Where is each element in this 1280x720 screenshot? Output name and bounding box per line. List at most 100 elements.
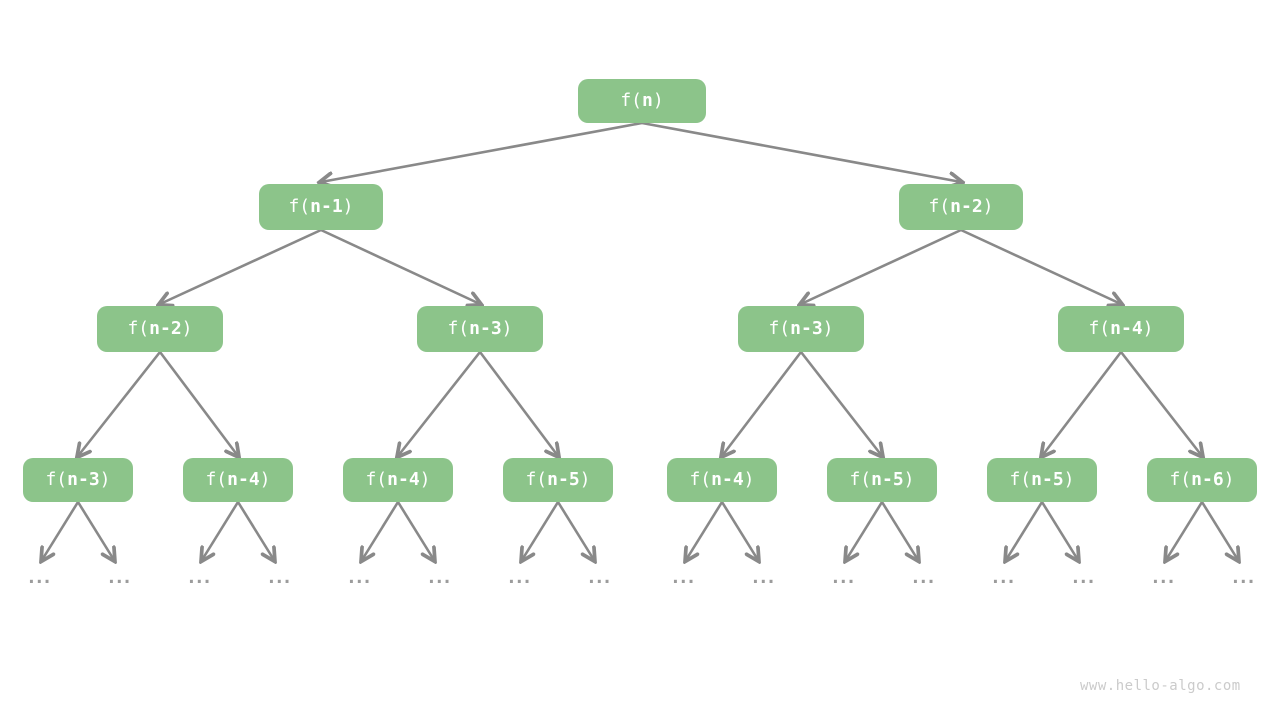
ellipsis: ... (186, 567, 213, 588)
tree-node-l2-0: f(n-1) (259, 184, 383, 230)
tree-node-l4-7: f(n-6) (1147, 458, 1257, 502)
tree-edge (799, 351, 882, 456)
node-label-suffix: ) (652, 90, 664, 111)
tree-node-l4-2: f(n-4) (343, 458, 453, 502)
node-label-suffix: ) (501, 318, 513, 339)
tree-edge (801, 228, 962, 304)
node-label-prefix: f( (525, 469, 548, 490)
tree-edge (236, 501, 274, 560)
ellipsis: ... (346, 567, 373, 588)
node-label-arg: n-2 (149, 318, 182, 339)
tree-node-l4-3: f(n-5) (503, 458, 613, 502)
tree-edge (362, 501, 400, 560)
node-label-prefix: f( (849, 469, 872, 490)
tree-edge (1166, 501, 1204, 560)
ellipsis: ... (1070, 567, 1097, 588)
tree-edge (1042, 351, 1123, 456)
ellipsis: ... (750, 567, 777, 588)
node-label-arg: n-6 (1191, 469, 1224, 490)
tree-edge (478, 351, 558, 456)
tree-edge (720, 501, 758, 560)
node-label-arg: n-5 (1031, 469, 1064, 490)
node-label-prefix: f( (620, 90, 642, 111)
tree-edge (160, 228, 322, 304)
node-label-suffix: ) (1223, 469, 1235, 490)
tree-node-l2-1: f(n-2) (899, 184, 1023, 230)
tree-edge (1200, 501, 1238, 560)
tree-node-l3-3: f(n-4) (1058, 306, 1184, 352)
node-label-prefix: f( (45, 469, 68, 490)
ellipsis: ... (266, 567, 293, 588)
node-label-suffix: ) (982, 196, 994, 217)
node-label-suffix: ) (259, 469, 271, 490)
tree-edge (556, 501, 594, 560)
ellipsis: ... (1150, 567, 1177, 588)
node-label-arg: n-3 (469, 318, 502, 339)
tree-edge (76, 501, 114, 560)
node-label-prefix: f( (1088, 318, 1111, 339)
tree-edge (320, 228, 480, 304)
ellipsis: ... (990, 567, 1017, 588)
tree-edge (78, 351, 162, 456)
tree-node-l4-6: f(n-5) (987, 458, 1097, 502)
ellipsis: ... (426, 567, 453, 588)
node-label-suffix: ) (181, 318, 193, 339)
tree-edge (960, 228, 1121, 304)
tree-edge (1040, 501, 1078, 560)
node-label-arg: n (642, 90, 653, 111)
tree-node-l4-5: f(n-5) (827, 458, 937, 502)
tree-edge (396, 501, 434, 560)
tree-edge (686, 501, 724, 560)
tree-node-l3-2: f(n-3) (738, 306, 864, 352)
node-label-suffix: ) (419, 469, 431, 490)
tree-edge (522, 501, 560, 560)
node-label-arg: n-3 (67, 469, 100, 490)
tree-edge (880, 501, 918, 560)
node-label-arg: n-4 (387, 469, 420, 490)
tree-edge (1119, 351, 1202, 456)
tree-edge (321, 121, 643, 182)
node-label-prefix: f( (365, 469, 388, 490)
node-label-arg: n-3 (790, 318, 823, 339)
ellipsis: ... (586, 567, 613, 588)
tree-node-l3-1: f(n-3) (417, 306, 543, 352)
tree-node-l4-0: f(n-3) (23, 458, 133, 502)
tree-edge (722, 351, 803, 456)
node-label-prefix: f( (1169, 469, 1192, 490)
node-label-suffix: ) (822, 318, 834, 339)
node-label-suffix: ) (1142, 318, 1154, 339)
node-label-suffix: ) (903, 469, 915, 490)
ellipsis: ... (670, 567, 697, 588)
ellipsis: ... (106, 567, 133, 588)
ellipsis: ... (1230, 567, 1257, 588)
tree-node-l3-0: f(n-2) (97, 306, 223, 352)
ellipsis: ... (910, 567, 937, 588)
node-label-arg: n-2 (950, 196, 983, 217)
ellipsis: ... (830, 567, 857, 588)
tree-edge (1006, 501, 1044, 560)
tree-edge (846, 501, 884, 560)
node-label-arg: n-4 (711, 469, 744, 490)
node-label-prefix: f( (288, 196, 311, 217)
node-label-prefix: f( (928, 196, 951, 217)
node-label-prefix: f( (205, 469, 228, 490)
node-label-suffix: ) (99, 469, 111, 490)
tree-edge (202, 501, 240, 560)
node-label-prefix: f( (447, 318, 470, 339)
node-label-arg: n-4 (227, 469, 260, 490)
node-label-suffix: ) (1063, 469, 1075, 490)
node-label-arg: n-5 (547, 469, 580, 490)
node-label-arg: n-1 (310, 196, 343, 217)
node-label-arg: n-4 (1110, 318, 1143, 339)
tree-node-l4-4: f(n-4) (667, 458, 777, 502)
tree-node-root: f(n) (578, 79, 706, 123)
tree-edge (641, 121, 961, 182)
node-label-prefix: f( (127, 318, 150, 339)
tree-node-l4-1: f(n-4) (183, 458, 293, 502)
tree-edge (42, 501, 80, 560)
ellipsis: ... (506, 567, 533, 588)
node-label-prefix: f( (1009, 469, 1032, 490)
tree-edge (398, 351, 482, 456)
